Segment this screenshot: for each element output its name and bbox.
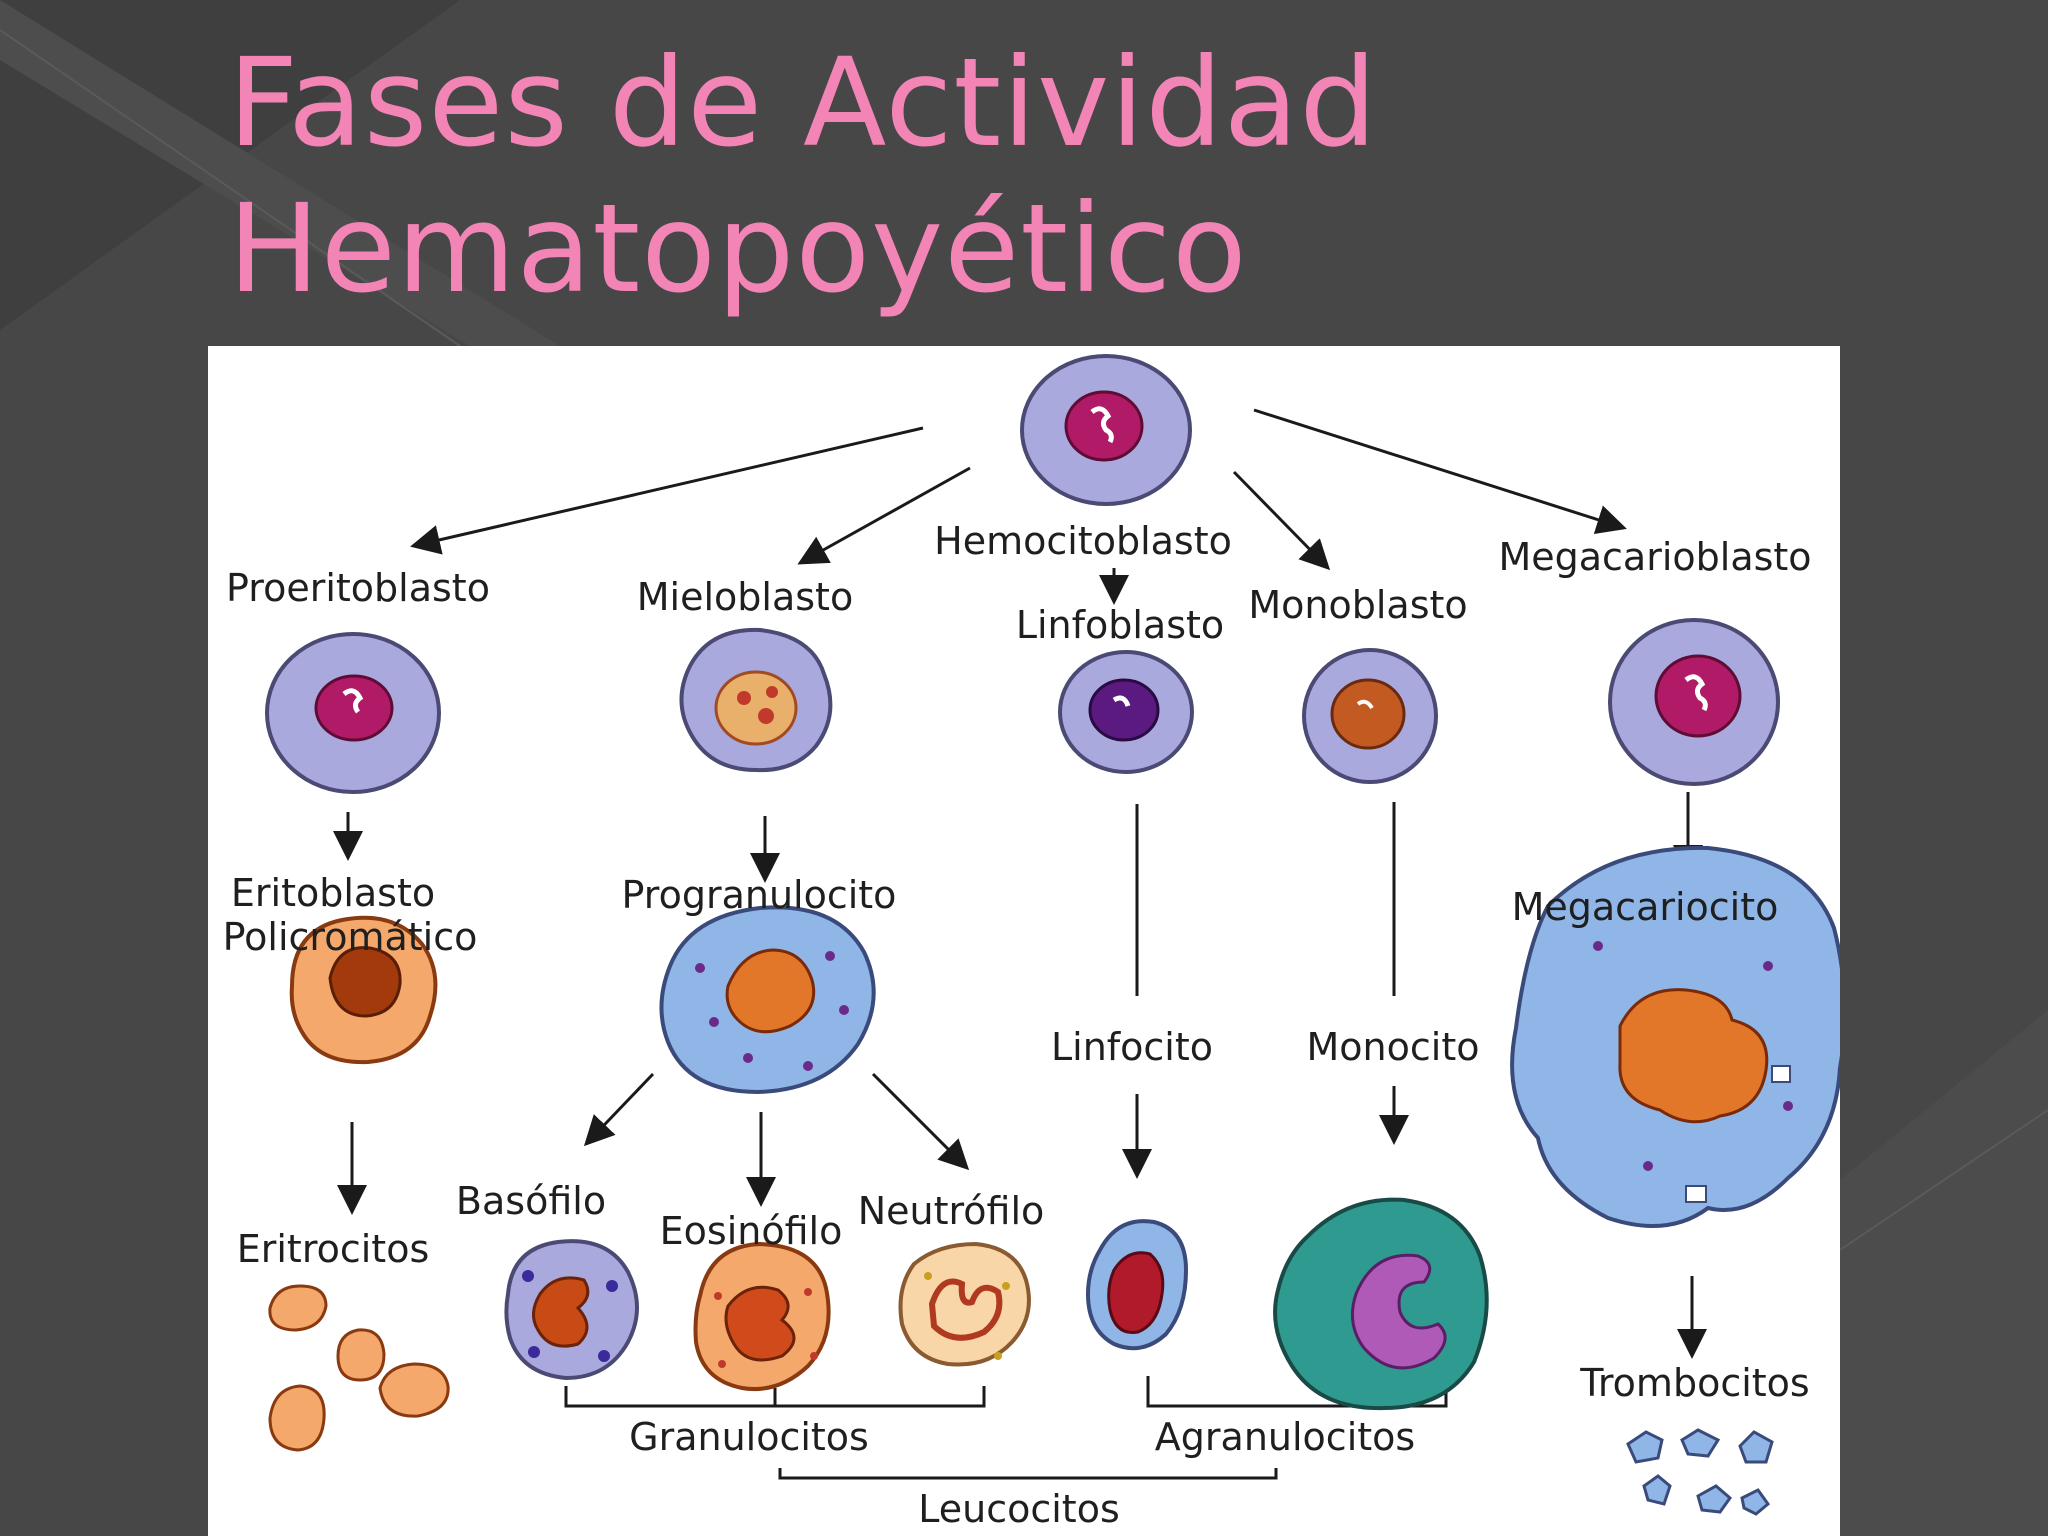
- monoblasto-cell: [1302, 648, 1438, 784]
- label-trombocitos: Trombocitos: [1579, 1361, 1809, 1405]
- hematopoiesis-diagram: Hemocitoblasto Proeritoblasto Mieloblast…: [208, 346, 1840, 1536]
- linfocito-cell: [1085, 1219, 1189, 1351]
- eritoblasto-cell: [289, 915, 438, 1065]
- label-monoblasto: Monoblasto: [1248, 583, 1467, 627]
- background-facet: [1840, 1010, 2048, 1536]
- label-basofilo: Basófilo: [456, 1179, 606, 1223]
- arrow-to-megacarioblasto: [1253, 408, 1627, 535]
- label-progranulocito: Progranulocito: [622, 873, 897, 917]
- trombocitos-cells: [1626, 1428, 1774, 1516]
- arrow-to-monoblasto: [1232, 470, 1331, 571]
- title-line-1: Fases de Actividad: [228, 32, 1378, 174]
- eosinofilo-cell: [693, 1241, 831, 1391]
- label-eritrocitos: Eritrocitos: [237, 1227, 430, 1271]
- label-hemocitoblasto: Hemocitoblasto: [934, 519, 1232, 563]
- arrow-to-proeritoblasto: [410, 426, 924, 555]
- label-megacariocito: Megacariocito: [1512, 885, 1779, 929]
- label-policromatico: Policromático: [223, 915, 478, 959]
- label-linfocito: Linfocito: [1051, 1025, 1213, 1069]
- label-neutrofilo: Neutrófilo: [858, 1189, 1045, 1233]
- label-linfoblasto: Linfoblasto: [1016, 603, 1224, 647]
- megacariocito-cell: [1510, 845, 1840, 1228]
- label-megacarioblasto: Megacarioblasto: [1498, 535, 1811, 579]
- bracket-leucocitos: [778, 1468, 1278, 1480]
- progranulocito-cell: [659, 905, 876, 1095]
- megacarioblasto-cell: [1608, 618, 1780, 786]
- arrow-to-basofilo: [583, 1072, 655, 1147]
- arrow-to-mieloblasto: [797, 466, 971, 565]
- monocito-cell: [1273, 1197, 1489, 1411]
- mieloblasto-cell: [679, 627, 833, 773]
- label-proeritoblasto: Proeritoblasto: [226, 566, 490, 610]
- eritrocitos-cells: [268, 1284, 450, 1452]
- basofilo-cell: [504, 1239, 639, 1381]
- neutrofilo-cell: [898, 1241, 1031, 1367]
- label-agranulocitos: Agranulocitos: [1155, 1415, 1415, 1459]
- label-granulocitos: Granulocitos: [629, 1415, 869, 1459]
- slide-title: Fases de Actividad Hematopoyético: [228, 30, 1378, 322]
- label-leucocitos: Leucocitos: [918, 1487, 1120, 1531]
- label-mieloblasto: Mieloblasto: [637, 575, 853, 619]
- proeritoblasto-cell: [265, 632, 441, 794]
- bracket-agranulocitos: [1146, 1376, 1448, 1408]
- title-line-2: Hematopoyético: [228, 178, 1248, 320]
- label-eritoblasto: Eritoblasto: [231, 871, 435, 915]
- background-line: [0, 29, 461, 347]
- background-line: [1839, 1109, 2048, 1251]
- hemocitoblasto-cell: [1020, 354, 1192, 506]
- label-eosinofilo: Eosinófilo: [660, 1209, 843, 1253]
- linfoblasto-cell: [1058, 650, 1194, 774]
- label-monocito: Monocito: [1307, 1025, 1480, 1069]
- arrow-to-neutrofilo: [871, 1072, 970, 1171]
- background-facet: [0, 0, 560, 346]
